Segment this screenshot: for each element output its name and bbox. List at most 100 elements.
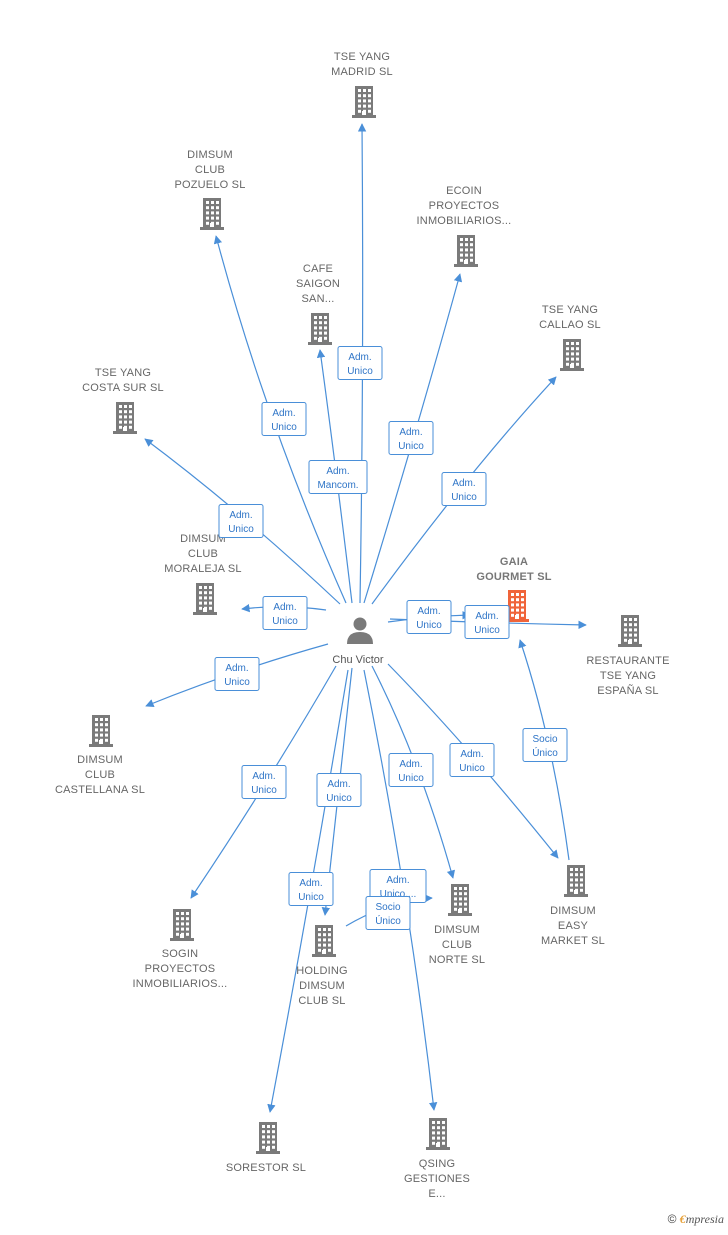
edge-label-e-callao[interactable]: Adm.Unico (441, 472, 487, 506)
edge-label-e-sorestor[interactable]: Adm.Unico (288, 872, 334, 906)
building-icon (308, 313, 332, 345)
company-node-easy[interactable]: DIMSUM EASY MARKET SL (541, 865, 605, 947)
edge-label-text: Adm. (272, 408, 295, 419)
edge-label-e-sogin[interactable]: Adm. Unico (241, 765, 287, 799)
edge-label-e-castellana[interactable]: Adm.Unico (214, 657, 260, 691)
edge-label-box (388, 753, 434, 787)
edge-label-e-restaurante[interactable]: Adm.Unico (464, 605, 510, 639)
edge-label-box (365, 896, 411, 930)
edge-label-box (522, 728, 568, 762)
edge-label-text: Adm. (417, 606, 440, 617)
edge-label-box (316, 773, 362, 807)
copyright-symbol: © (667, 1212, 677, 1226)
company-node-label: GAIA (500, 556, 528, 568)
edge-label-e-madrid[interactable]: Adm.Unico (337, 346, 383, 380)
edge-label-text: Adm. (273, 602, 296, 613)
edge-label-e-costasur[interactable]: Adm.Unico (218, 504, 264, 538)
company-node-label: CAFE (303, 263, 333, 275)
edge-label-text: Mancom. (317, 480, 358, 491)
company-node-label: CALLAO SL (539, 319, 601, 331)
company-node-label: EASY (558, 920, 589, 932)
company-node-label: ESPAÑA SL (597, 684, 659, 697)
edge-label-text: Unico (451, 492, 477, 503)
edge-label-text: Único (375, 914, 401, 927)
edge-label-e-ecoin[interactable]: Adm.Unico (388, 421, 434, 455)
building-icon (170, 909, 194, 941)
footer-brand: © €mpresia (668, 1212, 724, 1227)
edge-label-box (337, 346, 383, 380)
company-node-label: NORTE SL (429, 954, 485, 966)
edge-label-e-moraleja[interactable]: Adm.Unico (262, 596, 308, 630)
company-node-label: CLUB (188, 548, 218, 560)
company-node-label: MARKET SL (541, 935, 605, 947)
company-node-costasur[interactable]: TSE YANG COSTA SUR SL (82, 367, 164, 434)
company-node-label: DIMSUM (550, 905, 596, 917)
company-node-label: ECOIN (446, 185, 482, 197)
edge-label-text: Adm. (399, 427, 422, 438)
building-icon (113, 402, 137, 434)
building-icon (505, 590, 529, 622)
edge-label-box (406, 600, 452, 634)
company-node-label: PROYECTOS (429, 200, 500, 212)
company-node-label: TSE YANG (600, 670, 656, 682)
company-node-label: CLUB (85, 769, 115, 781)
company-node-label: CLUB SL (298, 995, 345, 1007)
edge-label-text: Socio (532, 734, 557, 745)
edge-label-text: Unico (398, 773, 424, 784)
company-node-label: MADRID SL (331, 66, 393, 78)
company-node-label: POZUELO SL (174, 179, 245, 191)
company-node-label: COSTA SUR SL (82, 382, 164, 394)
edge-label-text: Unico (474, 625, 500, 636)
building-icon (89, 715, 113, 747)
edge-label-box (388, 421, 434, 455)
edge-label-text: Adm. (252, 771, 275, 782)
edge-label-text: Unico (251, 785, 277, 796)
company-node-sorestor[interactable]: SORESTOR SL (226, 1122, 306, 1174)
edge-label-e-norte[interactable]: Adm.Unico (388, 753, 434, 787)
center-person-node[interactable]: Chu Victor (332, 617, 384, 667)
edge-label-e-holding[interactable]: Adm.Unico (316, 773, 362, 807)
building-icon (454, 235, 478, 267)
company-node-label: PROYECTOS (145, 963, 216, 975)
company-node-ecoin[interactable]: ECOINPROYECTOSINMOBILIARIOS... (417, 185, 512, 267)
company-node-label: SAIGON (296, 278, 340, 290)
company-node-qsing[interactable]: QSINGGESTIONESE... (404, 1118, 470, 1200)
edge-label-text: Unico (347, 366, 373, 377)
company-node-label: DIMSUM (434, 924, 480, 936)
company-node-label: DIMSUM (187, 149, 233, 161)
building-icon (352, 86, 376, 118)
edge-label-text: Socio (375, 902, 400, 913)
company-node-label: HOLDING (296, 965, 348, 977)
edge-label-text: Único (532, 746, 558, 759)
edge-label-e-gaia[interactable]: Adm.Unico (406, 600, 452, 634)
building-icon (618, 615, 642, 647)
building-icon (256, 1122, 280, 1154)
edge-label-e-saigon[interactable]: Adm. Mancom. (308, 460, 368, 494)
company-node-sogin[interactable]: SOGINPROYECTOSINMOBILIARIOS... (133, 909, 228, 990)
edge-label-text: Adm. (326, 466, 349, 477)
edge-label-e-easy[interactable]: Adm. Unico (449, 743, 495, 777)
edge-label-text: Adm. (225, 663, 248, 674)
edge-label-e-pozuelo[interactable]: Adm.Unico (261, 402, 307, 436)
company-node-label: TSE YANG (95, 367, 151, 379)
edge-label-text: Unico (459, 763, 485, 774)
edge-label-text: Unico,... (380, 889, 417, 900)
company-node-label: DIMSUM (180, 533, 226, 545)
company-node-saigon[interactable]: CAFESAIGONSAN... (296, 263, 340, 345)
edge-label-text: Adm. (460, 749, 483, 760)
brand-logo: €mpresia (679, 1212, 724, 1226)
